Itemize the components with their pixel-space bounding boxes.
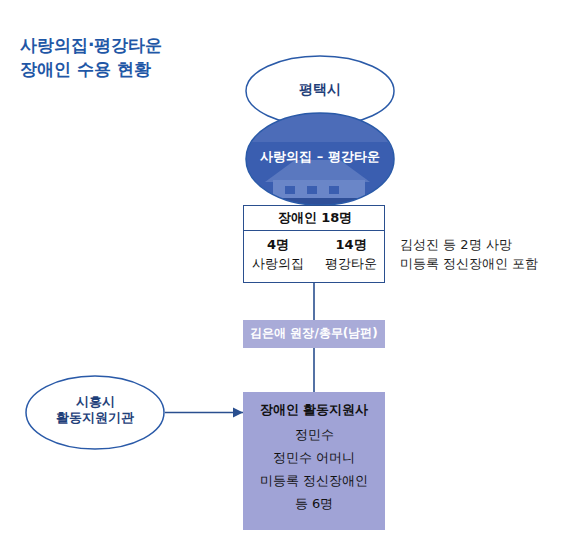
node-text: 평강타운 bbox=[320, 256, 382, 272]
note-label: 미등록 정신장애인 포함 bbox=[400, 255, 538, 273]
node-text: 미등록 정신장애인 bbox=[243, 473, 385, 489]
connector-line bbox=[313, 348, 315, 392]
note-label: 김성진 등 2명 사망 bbox=[400, 236, 512, 254]
node-heading: 사랑의집 – 평강타운 bbox=[245, 149, 395, 165]
building-photo bbox=[245, 112, 395, 208]
node-text: 14명 bbox=[320, 237, 382, 253]
helper-box: 장애인 활동지원사정민수정민수 어머니미등록 정신장애인등 6명 bbox=[243, 392, 385, 530]
manager-band: 김은애 원장/총무(남편) bbox=[243, 320, 385, 348]
node-heading: 김은애 원장/총무(남편) bbox=[243, 326, 385, 340]
node-text: 정민수 bbox=[243, 427, 385, 443]
node-text: 등 6명 bbox=[243, 496, 385, 512]
node-heading: 시흥시 활동지원기관 bbox=[50, 394, 140, 425]
node-heading: 장애인 활동지원사 bbox=[243, 402, 385, 418]
node-heading: 장애인 18명 bbox=[244, 210, 386, 226]
node-text: 4명 bbox=[248, 237, 308, 253]
node-text: 사랑의집 bbox=[248, 256, 308, 272]
node-heading: 평택시 bbox=[245, 81, 395, 98]
agency-ellipse: 시흥시 활동지원기관 bbox=[25, 375, 165, 450]
node-text: 정민수 어머니 bbox=[243, 450, 385, 466]
diagram-title: 사랑의집·평강타운 장애인 수용 현황 bbox=[20, 34, 195, 82]
connector-arrow bbox=[165, 412, 243, 414]
header-divider bbox=[244, 230, 384, 231]
facility-ellipse: 사랑의집 – 평강타운 bbox=[245, 112, 395, 206]
connector-line bbox=[313, 283, 315, 320]
count-box: 장애인 18명 4명사랑의집 14명평강타운 bbox=[243, 205, 385, 283]
